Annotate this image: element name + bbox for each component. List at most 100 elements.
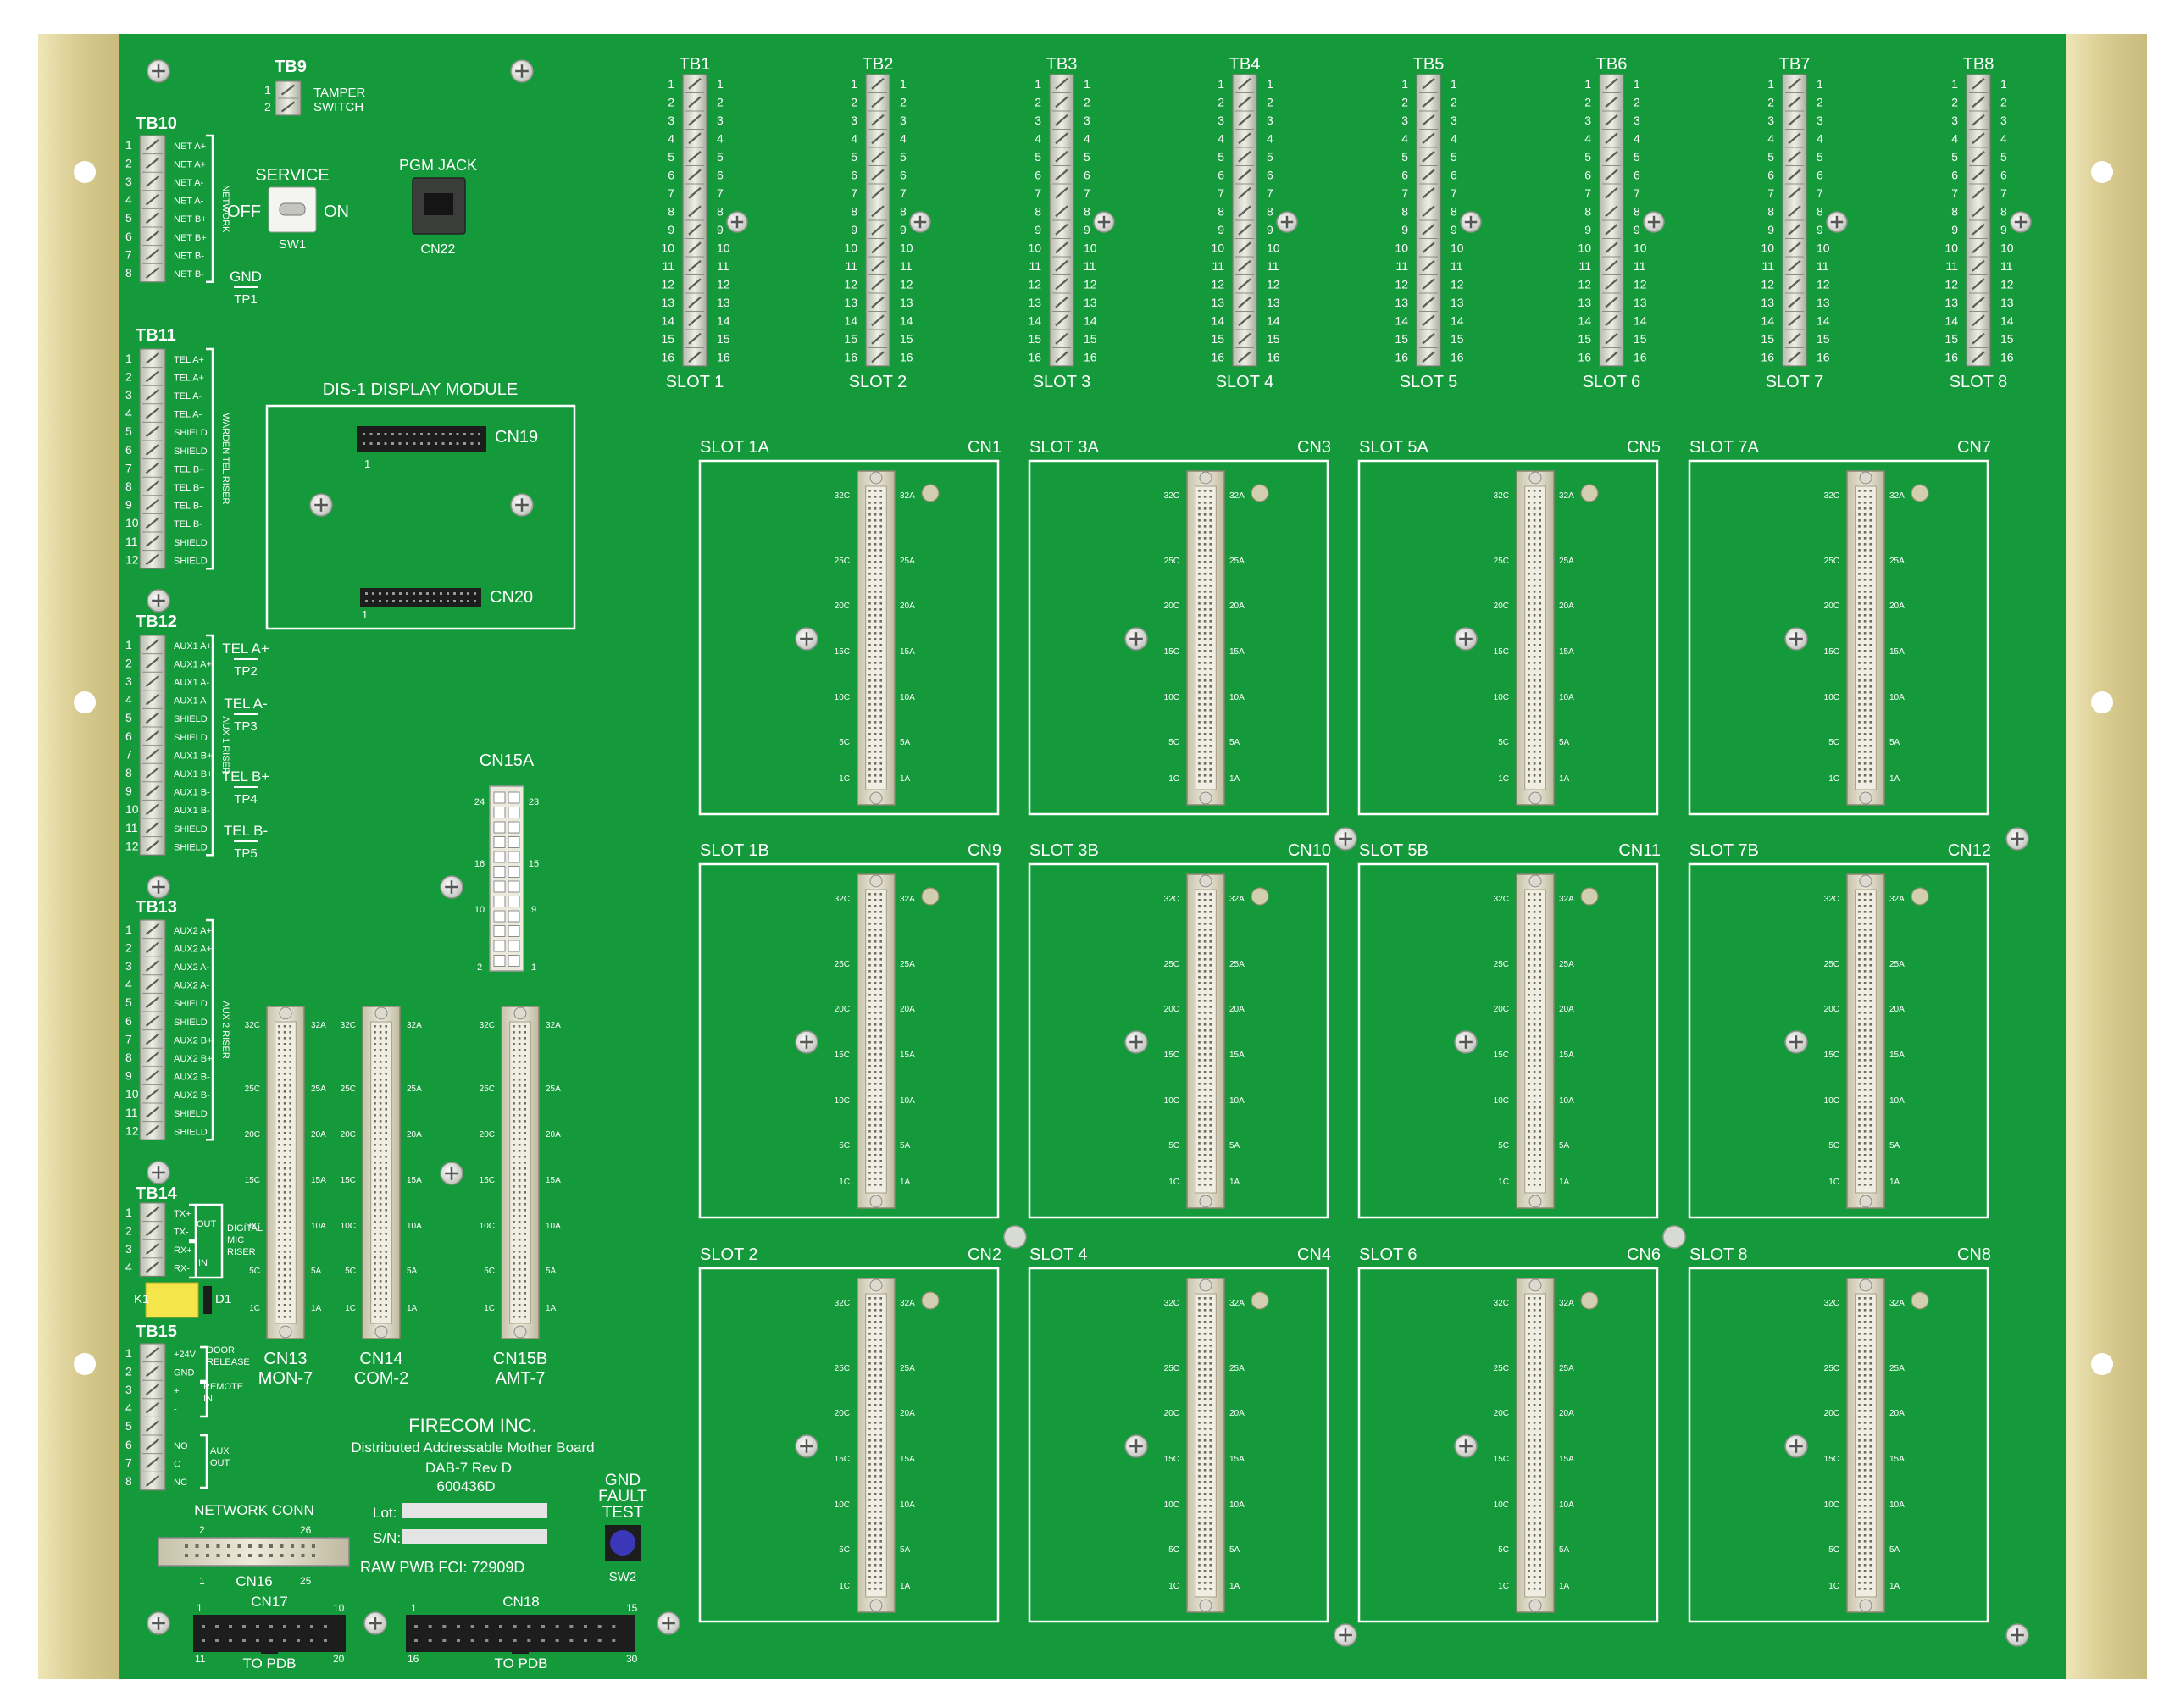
connector-pin — [1858, 703, 1861, 706]
connector-pin — [879, 632, 882, 635]
connector-pin — [385, 1239, 387, 1241]
connector-pin — [379, 1031, 382, 1034]
terminal-screw-slot — [145, 767, 160, 779]
connector-pin — [868, 561, 871, 563]
top-tb-pin-right: 15 — [717, 332, 730, 346]
connector-pin — [868, 1041, 871, 1044]
top-terminal-strip — [1599, 74, 1624, 367]
slot-din-right-label: 15A — [1229, 1455, 1245, 1464]
connector-pin — [385, 1150, 387, 1152]
cn18-header-pin — [597, 1625, 602, 1628]
connector-pin — [1209, 1434, 1212, 1436]
connector-pin — [1533, 964, 1536, 967]
connector-pin — [1203, 1356, 1207, 1359]
top-tb-pin-left: 11 — [662, 259, 674, 273]
connector-pin — [1209, 994, 1212, 996]
top-tb-pin-left: 16 — [1395, 351, 1408, 364]
terminal-screw-slot — [145, 1420, 160, 1433]
connector-pin — [1528, 1160, 1530, 1162]
connector-pin — [379, 1025, 382, 1028]
connector-pin — [1203, 1315, 1207, 1317]
connector-pin — [1858, 537, 1861, 540]
connector-pin — [289, 1079, 291, 1081]
connector-pin — [289, 1031, 291, 1034]
connector-pin — [513, 1061, 515, 1063]
connector-pin — [1869, 662, 1872, 664]
connector-pin — [868, 620, 871, 623]
connector-pin — [879, 1101, 882, 1103]
connector-pin — [1539, 626, 1541, 629]
connector-pin — [379, 1132, 382, 1134]
terminal-screw-slot — [688, 296, 702, 308]
tb13-signal-label: AUX2 A+ — [174, 944, 212, 954]
top-tb-pin-left: 11 — [1029, 259, 1041, 273]
connector-pin — [524, 1150, 526, 1152]
connector-pin — [524, 1132, 526, 1134]
connector-pin — [1533, 1481, 1536, 1483]
connector-pin — [1198, 1386, 1201, 1389]
connector-pin — [1198, 893, 1201, 896]
connector-pin — [289, 1043, 291, 1045]
connector-pin — [283, 1108, 286, 1111]
connector-pin — [1198, 1083, 1201, 1085]
connector-pin — [1528, 709, 1530, 712]
top-tb-pin-right: 2 — [1267, 96, 1273, 109]
connector-pin — [1869, 1582, 1872, 1584]
connector-pin — [1863, 1410, 1867, 1412]
connector-pin — [1858, 626, 1861, 629]
top-tb-pin-left: 13 — [661, 296, 674, 309]
connector-pin — [1863, 1101, 1867, 1103]
terminal-screw-slot — [145, 407, 160, 419]
tb15-pin-label: 5 — [125, 1419, 132, 1433]
connector-pin — [1858, 1327, 1861, 1329]
connector-pin — [1198, 1540, 1201, 1543]
top-tb-pin-right: 13 — [2000, 296, 2014, 309]
lower-din-left-label: 32C — [245, 1021, 260, 1030]
connector-pin — [874, 1439, 877, 1442]
connector-pin — [1858, 1439, 1861, 1442]
connector-pin — [879, 585, 882, 587]
connector-pin — [1533, 1333, 1536, 1335]
connector-pin — [385, 1144, 387, 1146]
connector-pin — [879, 1053, 882, 1056]
connector-pin — [1198, 1487, 1201, 1489]
connector-pin — [1528, 1059, 1530, 1062]
connector-pin — [868, 502, 871, 504]
connector-pin — [1863, 709, 1867, 712]
connector-pin — [1198, 602, 1201, 605]
connector-pin — [1869, 946, 1872, 949]
connector-pin — [1858, 662, 1861, 664]
connector-pin — [868, 1493, 871, 1495]
tb10-signal-label: NET B+ — [174, 214, 207, 225]
connector-pin — [868, 1089, 871, 1091]
connector-pin — [1863, 1118, 1867, 1121]
terminal-screw-slot — [871, 169, 885, 181]
connector-pin — [1198, 994, 1201, 996]
connector-pin — [1209, 502, 1212, 504]
tb13-pin-label: 9 — [125, 1069, 132, 1083]
connector-pin — [879, 970, 882, 973]
connector-pin — [1858, 596, 1861, 599]
cn16-pin-1: 1 — [199, 1575, 205, 1587]
connector-pin — [1209, 656, 1212, 658]
gnd-fault-3: TEST — [602, 1504, 644, 1522]
connector-pin — [1209, 1362, 1212, 1365]
slot-led — [921, 1291, 940, 1310]
connector-pin — [1528, 1499, 1530, 1501]
connector-pin — [868, 1463, 871, 1466]
connector-end — [1199, 471, 1212, 485]
connector-pin — [1209, 721, 1212, 724]
connector-pin — [874, 1148, 877, 1151]
connector-pin — [278, 1156, 280, 1158]
connector-pin — [868, 1511, 871, 1513]
slot-din-right-label: 25A — [1889, 1364, 1905, 1373]
connector-pin — [868, 905, 871, 907]
cn17-header-key — [261, 1647, 278, 1654]
connector-pin — [1858, 1339, 1861, 1341]
connector-pin — [1198, 757, 1201, 759]
connector-pin — [868, 1380, 871, 1383]
connector-pin — [868, 1552, 871, 1555]
connector-pin — [283, 1156, 286, 1158]
connector-pin — [879, 958, 882, 961]
connector-pin — [1539, 1142, 1541, 1145]
